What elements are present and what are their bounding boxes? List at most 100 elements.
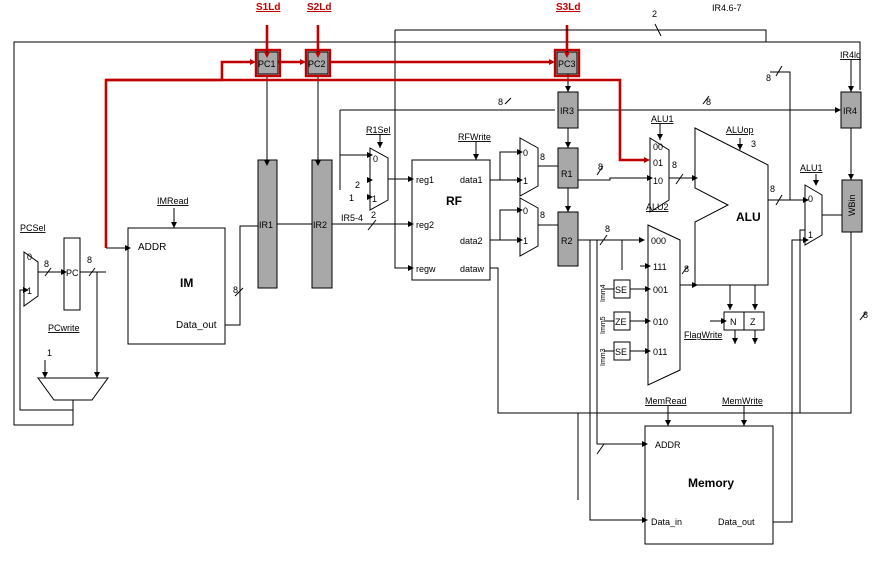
rf-regw: regw <box>416 264 436 274</box>
aluop-width: 3 <box>751 139 756 149</box>
r2mux-width: 8 <box>540 210 545 220</box>
mem-datain: Data_in <box>651 517 682 527</box>
alu1-in10: 10 <box>653 176 663 186</box>
alu1-in00: 00 <box>653 142 663 152</box>
rf-title: RF <box>446 194 462 208</box>
ir3-ir4-width: 8 <box>706 97 711 107</box>
pcsel-in0: 0 <box>27 252 32 262</box>
pc2-highlight <box>304 48 332 78</box>
wb-width: 8 <box>863 310 868 320</box>
r1sel-const-b: 1 <box>349 193 354 203</box>
alu-out-width: 8 <box>770 184 775 194</box>
r1mux-in0: 0 <box>523 148 528 158</box>
r1mux-width: 8 <box>540 152 545 162</box>
r2-input-mux <box>519 197 539 257</box>
se-box-2 <box>613 341 631 361</box>
alu-shape <box>694 127 769 286</box>
flag-n: N <box>730 317 737 327</box>
mem-title: Memory <box>688 476 734 490</box>
r1sel-label: R1Sel <box>366 125 391 135</box>
wbin-register <box>841 179 863 233</box>
pc3-highlight <box>553 48 581 78</box>
pc-register <box>63 237 81 311</box>
ir2-label: IR2 <box>313 220 327 230</box>
adder-const: 1 <box>47 348 52 358</box>
mem-addr: ADDR <box>655 440 681 450</box>
ir4ld-label: IR4ld <box>840 50 861 60</box>
alu1-label: ALU1 <box>651 114 674 124</box>
im-out-width: 8 <box>233 285 238 295</box>
alu2-in000: 000 <box>651 236 666 246</box>
ir2-register <box>311 159 333 289</box>
r1sel-mux <box>369 147 389 211</box>
r2-out-width: 8 <box>605 224 610 234</box>
r2mux-in1: 1 <box>523 236 528 246</box>
alu2-mux <box>647 224 681 386</box>
r2mux-in0: 0 <box>523 206 528 216</box>
register-file <box>411 159 491 281</box>
alu-fb-width: 8 <box>766 73 771 83</box>
pipeline-highlight <box>104 60 647 248</box>
ir2-ir3-width: 8 <box>498 97 503 107</box>
rf-data1: data1 <box>460 175 483 185</box>
rf-reg1: reg1 <box>416 175 434 185</box>
alu-title: ALU <box>736 210 761 224</box>
alu2-out-width: 8 <box>684 264 689 274</box>
top-ir-label: IR4.6-7 <box>712 3 742 13</box>
labels: S1Ld S2Ld S3Ld 2 IR4.6-7 PC1 PC2 PC3 IR1… <box>20 2 868 527</box>
outmux-in1: 1 <box>808 230 813 240</box>
alu2-in111: 111 <box>653 262 667 272</box>
alu1-mux <box>649 137 670 213</box>
se1-label: SE <box>615 285 627 295</box>
alu2-label: ALU2 <box>646 202 669 212</box>
top-bus-width: 2 <box>652 9 657 19</box>
aluop-label: ALUop <box>726 125 754 135</box>
flag-z: Z <box>750 317 756 327</box>
mem-dataout: Data_out <box>718 517 755 527</box>
pc1-label: PC1 <box>258 59 276 69</box>
r1sel-in0: 0 <box>373 154 378 164</box>
flagwrite-label: FlagWrite <box>684 330 722 340</box>
arrowheads <box>23 52 854 523</box>
imm3-label: Imm3 <box>600 348 607 366</box>
ir1-label: IR1 <box>259 220 273 230</box>
flag-z-box <box>743 311 765 331</box>
im-addr-label: ADDR <box>138 242 166 253</box>
pcsel-width: 8 <box>44 259 49 269</box>
s1ld-label: S1Ld <box>256 2 280 13</box>
ir4-label: IR4 <box>843 106 857 116</box>
r2-label: R2 <box>561 236 573 246</box>
pc1-highlight <box>254 48 282 78</box>
se2-label: SE <box>615 347 627 357</box>
ir5-4-label: IR5-4 <box>341 213 363 223</box>
pcsel-in1: 1 <box>27 286 32 296</box>
r1-register <box>557 147 579 189</box>
r1-out-width: 8 <box>598 162 603 172</box>
memwrite-label: MemWrite <box>722 396 763 406</box>
wires <box>13 23 867 523</box>
ir5-4-width: 2 <box>371 210 376 220</box>
alu2-in010: 010 <box>653 317 668 327</box>
r1-input-mux <box>519 137 539 197</box>
rf-data2: data2 <box>460 236 483 246</box>
ze-box <box>613 311 631 331</box>
pc-adder <box>37 377 109 401</box>
alu1-out-label: ALU1 <box>800 163 823 173</box>
alu-out-mux <box>804 184 823 246</box>
pcsel-label: PCSel <box>20 223 46 233</box>
memread-label: MemRead <box>645 396 687 406</box>
alu1-out-width: 8 <box>672 160 677 170</box>
rfwrite-label: RFWrite <box>458 132 491 142</box>
pcwrite-label: PCwrite <box>48 323 80 333</box>
pc-label: PC <box>66 268 79 278</box>
wbin-label: WBin <box>847 194 857 216</box>
alu1-in01: 01 <box>653 158 663 168</box>
alu2-in001: 001 <box>653 285 668 295</box>
outmux-in0: 0 <box>808 194 813 204</box>
ir3-label: IR3 <box>560 106 574 116</box>
im-dataout-label: Data_out <box>176 320 217 331</box>
data-memory <box>644 425 774 545</box>
ze-label: ZE <box>615 317 627 327</box>
pc2-label: PC2 <box>308 59 326 69</box>
pc3-label: PC3 <box>558 59 576 69</box>
